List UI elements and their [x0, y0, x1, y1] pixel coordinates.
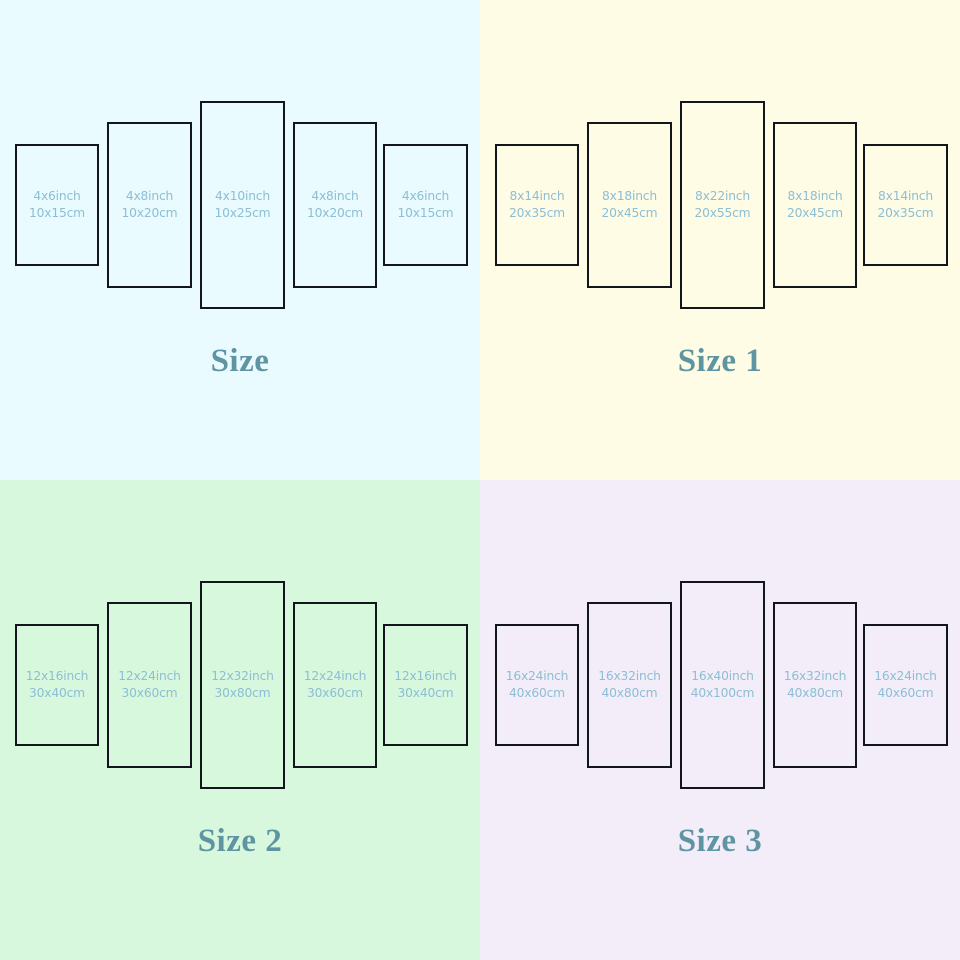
panel-group-size-1: 8x14inch 20x35cm 8x18inch 20x45cm 8x22inch 20… — [480, 0, 960, 340]
canvas-panel: 4x6inch 10x15cm — [383, 144, 468, 266]
panel-dimension-inch: 16x40inch — [691, 669, 754, 683]
panel-dimension-cm: 10x25cm — [214, 206, 271, 220]
panel-dimension-inch: 16x24inch — [505, 669, 569, 683]
panel-dimension-cm: 20x55cm — [694, 206, 751, 220]
panel-dimension-cm: 30x60cm — [307, 686, 363, 700]
canvas-panel: 16x24inch 40x60cm — [863, 624, 948, 746]
panel-dimension-inch: 4x8inch — [311, 189, 359, 203]
panel-dimension-cm: 30x60cm — [121, 686, 178, 700]
canvas-panel: 4x8inch 10x20cm — [293, 122, 377, 288]
panel-dimension-cm: 40x80cm — [601, 686, 658, 700]
panel-dimension-label: 16x32inch 40x80cm — [784, 668, 847, 702]
panel-dimension-cm: 10x20cm — [121, 206, 178, 220]
panel-group-size-3: 16x24inch 40x60cm 16x32inch 40x80cm 16x40inc… — [480, 480, 960, 820]
panel-dimension-cm: 40x60cm — [509, 686, 565, 700]
panel-dimension-cm: 10x15cm — [397, 206, 454, 220]
panel-dimension-label: 4x6inch 10x15cm — [398, 188, 454, 222]
panel-dimension-label: 16x32inch 40x80cm — [598, 668, 661, 702]
panel-dimension-cm: 20x45cm — [787, 206, 843, 220]
panel-dimension-inch: 16x24inch — [874, 669, 937, 683]
panel-dimension-inch: 4x6inch — [33, 189, 81, 203]
size-option-size-1[interactable]: 8x14inch 20x35cm 8x18inch 20x45cm 8x22inch 20… — [480, 0, 960, 480]
panel-dimension-label: 16x40inch 40x100cm — [691, 668, 755, 702]
canvas-panel: 4x8inch 10x20cm — [107, 122, 192, 288]
panel-dimension-inch: 16x32inch — [598, 669, 661, 683]
panel-dimension-inch: 16x32inch — [783, 669, 847, 683]
panel-dimension-label: 12x32inch 30x80cm — [211, 668, 274, 702]
canvas-panel: 4x10inch 10x25cm — [200, 101, 285, 309]
canvas-panel: 4x6inch 10x15cm — [15, 144, 99, 266]
size-option-title: Size 1 — [677, 343, 763, 379]
panel-dimension-label: 12x16inch 30x40cm — [26, 668, 89, 702]
canvas-panel: 16x32inch 40x80cm — [587, 602, 672, 768]
canvas-panel: 12x32inch 30x80cm — [200, 581, 285, 789]
panel-dimension-cm: 30x40cm — [29, 686, 85, 700]
canvas-panel: 8x18inch 20x45cm — [587, 122, 672, 288]
panel-dimension-inch: 8x14inch — [509, 189, 565, 203]
panel-dimension-inch: 12x32inch — [211, 669, 274, 683]
panel-dimension-cm: 10x15cm — [29, 206, 85, 220]
panel-dimension-label: 4x8inch 10x20cm — [122, 188, 178, 222]
panel-dimension-inch: 12x24inch — [303, 669, 367, 683]
canvas-panel: 8x14inch 20x35cm — [495, 144, 579, 266]
panel-dimension-cm: 10x20cm — [307, 206, 363, 220]
panel-dimension-inch: 8x18inch — [602, 189, 657, 203]
canvas-panel: 12x16inch 30x40cm — [15, 624, 99, 746]
panel-dimension-label: 8x18inch 20x45cm — [787, 188, 843, 222]
size-option-size[interactable]: 4x6inch 10x15cm 4x8inch 10x20cm 4x10inch 10x2… — [0, 0, 480, 480]
panel-dimension-cm: 30x80cm — [214, 686, 271, 700]
size-option-size-3[interactable]: 16x24inch 40x60cm 16x32inch 40x80cm 16x40inc… — [480, 480, 960, 960]
panel-dimension-cm: 20x35cm — [509, 206, 565, 220]
panel-dimension-inch: 12x24inch — [118, 669, 181, 683]
size-option-size-2[interactable]: 12x16inch 30x40cm 12x24inch 30x60cm 12x32inc… — [0, 480, 480, 960]
canvas-panel: 16x32inch 40x80cm — [773, 602, 857, 768]
panel-dimension-inch: 8x14inch — [878, 189, 933, 203]
size-option-title: Size 3 — [677, 823, 763, 859]
panel-dimension-cm: 20x45cm — [601, 206, 658, 220]
panel-dimension-cm: 40x100cm — [690, 686, 755, 700]
panel-dimension-label: 8x14inch 20x35cm — [878, 188, 934, 222]
panel-dimension-inch: 4x10inch — [215, 189, 270, 203]
panel-dimension-label: 4x10inch 10x25cm — [215, 188, 271, 222]
canvas-panel: 16x40inch 40x100cm — [680, 581, 765, 789]
canvas-panel: 8x22inch 20x55cm — [680, 101, 765, 309]
canvas-panel: 12x24inch 30x60cm — [107, 602, 192, 768]
panel-dimension-label: 4x8inch 10x20cm — [307, 188, 363, 222]
panel-dimension-label: 8x18inch 20x45cm — [602, 188, 658, 222]
size-option-title: Size 2 — [197, 823, 283, 859]
panel-dimension-label: 4x6inch 10x15cm — [29, 188, 85, 222]
canvas-panel: 8x18inch 20x45cm — [773, 122, 857, 288]
panel-group-size-2: 12x16inch 30x40cm 12x24inch 30x60cm 12x32inc… — [0, 480, 480, 820]
panel-dimension-cm: 40x60cm — [877, 686, 934, 700]
panel-dimension-label: 12x24inch 30x60cm — [304, 668, 367, 702]
panel-dimension-cm: 20x35cm — [877, 206, 934, 220]
panel-dimension-label: 8x14inch 20x35cm — [509, 188, 565, 222]
canvas-panel: 12x24inch 30x60cm — [293, 602, 377, 768]
panel-group-size: 4x6inch 10x15cm 4x8inch 10x20cm 4x10inch 10x2… — [0, 0, 480, 340]
panel-dimension-inch: 8x18inch — [787, 189, 843, 203]
panel-dimension-inch: 4x6inch — [401, 189, 450, 203]
panel-dimension-inch: 8x22inch — [695, 189, 750, 203]
panel-dimension-cm: 30x40cm — [397, 686, 454, 700]
panel-dimension-label: 16x24inch 40x60cm — [506, 668, 569, 702]
panel-dimension-label: 16x24inch 40x60cm — [874, 668, 937, 702]
panel-dimension-cm: 40x80cm — [787, 686, 843, 700]
canvas-panel: 12x16inch 30x40cm — [383, 624, 468, 746]
canvas-panel: 16x24inch 40x60cm — [495, 624, 579, 746]
size-option-title: Size — [210, 343, 270, 379]
panel-dimension-inch: 12x16inch — [394, 669, 457, 683]
canvas-panel: 8x14inch 20x35cm — [863, 144, 948, 266]
panel-dimension-inch: 12x16inch — [25, 669, 89, 683]
panel-dimension-label: 12x16inch 30x40cm — [394, 668, 457, 702]
panel-dimension-label: 12x24inch 30x60cm — [118, 668, 181, 702]
panel-dimension-label: 8x22inch 20x55cm — [695, 188, 751, 222]
panel-dimension-inch: 4x8inch — [125, 189, 174, 203]
